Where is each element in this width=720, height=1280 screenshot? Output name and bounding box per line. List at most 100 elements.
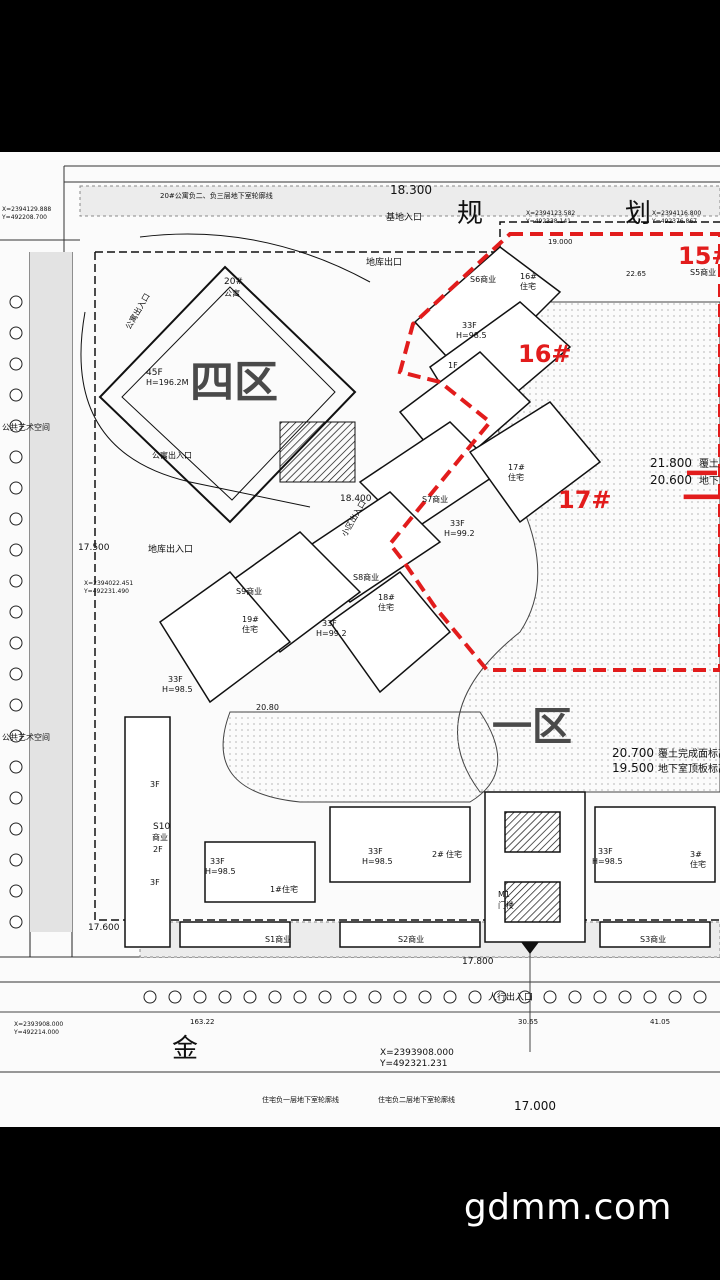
tree-circle [318, 990, 332, 1004]
tree-circle [343, 990, 357, 1004]
elev-right-c: 20.700 [612, 746, 654, 760]
elev-right-b: 20.600 [650, 473, 692, 487]
building-16-label: 16# [518, 340, 572, 368]
coord-10: Y=492376.867 [651, 218, 697, 225]
tree-circle [368, 990, 382, 1004]
tree-circle [693, 990, 707, 1004]
svg-text:1#: 1# [270, 885, 282, 894]
coord-11: X=2394022.451 [84, 580, 133, 587]
basement-line-b2: 住宅负二层地下室轮廓线 [378, 1095, 455, 1104]
tree-circles-bottom [143, 990, 707, 1004]
s10-sub: 商业 [152, 832, 168, 842]
elev-left-mid: 17.500 [78, 543, 110, 553]
tree-circle [9, 326, 23, 340]
svg-text:住宅: 住宅 [520, 281, 536, 291]
floor-3f-label: 3F [150, 878, 160, 887]
tree-circle [218, 990, 232, 1004]
coord-5: X=2393908.000 [14, 1021, 63, 1028]
tree-circle [9, 605, 23, 619]
tree-circle [9, 295, 23, 309]
coord-12: Y=492231.490 [83, 588, 129, 595]
tree-circle [9, 884, 23, 898]
road-char-1: 规 [457, 199, 483, 229]
tree-circle [618, 990, 632, 1004]
tree-circle [9, 822, 23, 836]
svg-text:33F: 33F [168, 675, 183, 684]
tree-circle [9, 667, 23, 681]
left-tree-row [29, 252, 73, 957]
elev-lower-mid: 17.800 [462, 957, 494, 967]
tree-circle [168, 990, 182, 1004]
cover-label-2: 地下室 [699, 474, 720, 487]
dim-1: 163.22 [190, 1018, 215, 1026]
m1-sub: 门楼 [498, 900, 514, 910]
svg-text:33F: 33F [368, 847, 383, 856]
elev-mid-left: 20.80 [256, 703, 279, 712]
basement-line-b1: 住宅负一层地下室轮廓线 [262, 1095, 339, 1104]
s9-label: S9商业 [236, 586, 262, 596]
svg-text:住宅: 住宅 [508, 472, 524, 482]
svg-text:住宅: 住宅 [690, 859, 706, 869]
tree-circle [9, 760, 23, 774]
m1-label: M1 [498, 890, 510, 899]
apt-floors: 45F [146, 368, 163, 378]
svg-text:18#: 18# [378, 593, 395, 602]
svg-text:住宅: 住宅 [242, 624, 258, 634]
cover-label-3: 覆土完成面标高 [658, 747, 720, 760]
tree-circle [9, 791, 23, 805]
apt-entrance-2: 公寓出入口 [152, 450, 192, 460]
tree-circle [9, 698, 23, 712]
tree-circle [268, 990, 282, 1004]
public-art-2: 公共艺术空间 [2, 732, 50, 742]
svg-text:H=98.5: H=98.5 [162, 685, 193, 694]
tree-circle [9, 512, 23, 526]
tree-circle [493, 990, 507, 1004]
tree-circle [568, 990, 582, 1004]
svg-text:17#: 17# [508, 463, 525, 472]
elev-top: 18.300 [390, 183, 432, 197]
coord-1: X=2393908.000 [380, 1048, 454, 1058]
tree-circle [468, 990, 482, 1004]
zone1-label: 一区 [492, 704, 572, 750]
dim-4: 19.000 [548, 238, 573, 246]
svg-text:33F: 33F [322, 619, 337, 628]
s6-label: S6商业 [470, 274, 496, 284]
svg-text:16#: 16# [520, 272, 537, 281]
coord-6: Y=492214.000 [13, 1029, 59, 1036]
tree-circle [443, 990, 457, 1004]
svg-text:19#: 19# [242, 615, 259, 624]
apt-height: H=196.2M [146, 378, 189, 387]
tree-circle [668, 990, 682, 1004]
floor-1f-label: 1F [448, 361, 458, 370]
svg-text:H=99.2: H=99.2 [316, 629, 347, 638]
apt-sub: 公寓 [224, 288, 240, 298]
dim-5: 22.65 [626, 270, 646, 278]
tree-circle [293, 990, 307, 1004]
svg-text:住宅: 住宅 [378, 602, 394, 612]
building-15-label: 15# [678, 242, 720, 270]
diagonal-buildings [158, 246, 602, 704]
tree-circle [9, 636, 23, 650]
tree-circle [143, 990, 157, 1004]
svg-text:住宅: 住宅 [282, 884, 298, 894]
cover-label-4: 地下室顶板标高 [658, 762, 720, 775]
s1-label: S1商业 [265, 934, 291, 944]
svg-text:3#: 3# [690, 850, 702, 859]
tree-circle [543, 990, 557, 1004]
tree-circle [9, 543, 23, 557]
elev-left-low: 17.600 [88, 923, 120, 933]
tree-circle [9, 450, 23, 464]
tree-circle [9, 357, 23, 371]
watermark-text: gdmm.com [463, 1187, 672, 1228]
tree-circle [9, 915, 23, 929]
basement-entrance-top: 基地入口 [386, 211, 422, 223]
site-boundary [95, 221, 720, 253]
tree-circle [9, 419, 23, 433]
svg-text:33F: 33F [462, 321, 477, 330]
tree-circle [9, 853, 23, 867]
site-plan-drawing: 四区 一区 二 16# 17# 15# 规 划 金 18.300 17.000 … [0, 152, 720, 1127]
